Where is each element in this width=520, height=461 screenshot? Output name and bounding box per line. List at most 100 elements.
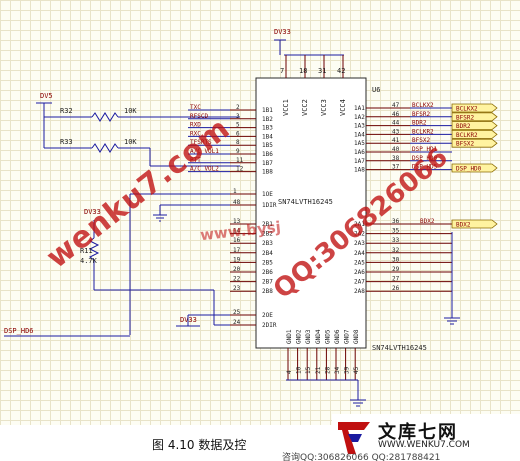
right2-pin-label: 2A5	[354, 259, 365, 266]
left2-pin-number: 13	[233, 218, 241, 225]
brand-mark-icon	[338, 422, 370, 454]
net-flag	[451, 129, 498, 139]
chip-body	[255, 77, 367, 349]
brand-logo: 文库七网 WWW.WENKU7.COM 咨询QQ:306826066 QQ:28…	[282, 414, 520, 461]
gnd-pin-number: 10	[296, 366, 303, 374]
gnd-pin-label: GND6	[334, 329, 341, 344]
left2-pin-label: 2B4	[262, 250, 273, 257]
right2-pin-label: 2A8	[354, 288, 365, 295]
gnd-pin-label: GND4	[315, 329, 322, 344]
right-net-label: DSP_HD0	[412, 155, 438, 162]
left2-pin-label: 2DIR	[262, 322, 277, 329]
right-pin-label: 1A8	[354, 167, 365, 174]
gnd-pin-label: GND8	[353, 329, 360, 344]
left-net-label: RXC	[190, 130, 201, 137]
r11-value: 4.7K	[80, 257, 98, 265]
net-flag-label: BFSX2	[456, 141, 474, 148]
net-flag	[451, 103, 498, 113]
r33-ref: R33	[60, 138, 73, 146]
right2-pin-label: 2A1	[354, 221, 365, 228]
right-pin-number: 47	[392, 102, 400, 109]
right-net-label: BCLKX2	[412, 102, 434, 109]
left-pin-label: 1B7	[262, 160, 273, 167]
brand-qq: 咨询QQ:306826066 QQ:281788421	[282, 453, 441, 461]
power-net-top: DV33	[274, 28, 291, 36]
net-flag-label: BDX2	[456, 222, 471, 229]
vcc-pin-label: VCC4	[339, 99, 347, 116]
vcc-pin-number: 42	[337, 67, 345, 75]
gnd-pin-number: 28	[324, 366, 331, 374]
right2-pin-label: 2A4	[354, 250, 365, 257]
left2-pin-label: 2B7	[262, 279, 273, 286]
left-net-label: TXC	[190, 104, 201, 111]
right2-pin-number: 26	[392, 285, 400, 292]
left2-pin-number: 14	[233, 228, 241, 235]
left2-pin-number: 20	[233, 266, 241, 273]
right-pin-label: 1A4	[354, 131, 365, 138]
vcc-pin-label: VCC2	[301, 99, 309, 116]
r11-ref: R11	[80, 247, 93, 255]
right-pin-label: 1A5	[354, 140, 365, 147]
right-pin-label: 1A3	[354, 123, 365, 130]
right-pin-number: 37	[392, 164, 400, 171]
left-net-label: RXD	[190, 122, 201, 129]
left-net-label: A/C_VOL2	[190, 166, 219, 173]
figure-caption: 图 4.10 数据及控	[152, 438, 247, 452]
power-net-dv5: DV5	[40, 92, 53, 100]
gnd-pin-label: GND5	[324, 329, 331, 344]
left-pin-label: 1B3	[262, 125, 273, 132]
left2-pin-label: 2B6	[262, 269, 273, 276]
left-net-label: A/C_VOL1	[190, 148, 219, 155]
left2-pin-number: 23	[233, 285, 241, 292]
left-pin-number: 5	[236, 122, 240, 129]
chip-ref: U6	[372, 86, 380, 94]
right2-pin-label: 2A7	[354, 279, 365, 286]
left-pin-number: 9	[236, 148, 240, 155]
gnd-pin-number: 15	[305, 366, 312, 374]
right-pin-number: 43	[392, 128, 400, 135]
right-net-label: BDR2	[412, 120, 427, 127]
right-pin-label: 1A7	[354, 158, 365, 165]
r11-power-net: DV33	[84, 208, 101, 216]
left-pin-number: 6	[236, 130, 240, 137]
vcc-pin-label: VCC1	[282, 99, 290, 116]
left-pin-number: 12	[236, 166, 244, 173]
gnd-pin-label: GND7	[344, 329, 351, 344]
right2-pin-number: 36	[392, 218, 400, 225]
gnd-pin-label: GND1	[286, 329, 293, 344]
chip-name-bottom: SN74LVTH16245	[372, 344, 427, 352]
left2-pin-label: 2B1	[262, 221, 273, 228]
right-pin-number: 41	[392, 137, 400, 144]
gnd-pins: 4GND110GND215GND321GND428GND534GND639GND…	[286, 329, 360, 380]
brand-url: WWW.WENKU7.COM	[378, 440, 470, 450]
left-pin-label: 1B6	[262, 151, 273, 158]
left2-pin-label: 2B2	[262, 231, 273, 238]
right-net-label: BFSX2	[412, 137, 430, 144]
right2-pin-label: 2A6	[354, 269, 365, 276]
left-net-label: RFSCD	[190, 113, 208, 120]
left-net-label: TFSRTS	[190, 139, 212, 146]
vcc-pin-number: 7	[280, 67, 284, 75]
vcc-pin-number: 31	[318, 67, 326, 75]
right-pin-label: 1A2	[354, 114, 365, 121]
left-pin-number: 3	[236, 113, 240, 120]
gnd-pin-number: 39	[344, 366, 351, 374]
left2-pin-label: 2OE	[262, 312, 273, 319]
left2-pin-label: 2B3	[262, 240, 273, 247]
left2-pin-number: 19	[233, 256, 241, 263]
left2-pin-number: 25	[233, 309, 241, 316]
brand-name: 文库七网	[378, 422, 458, 443]
net-flag-label: BFSR2	[456, 114, 474, 121]
left-pin-label: 1B4	[262, 133, 273, 140]
left2-pin-label: 1OE	[262, 191, 273, 198]
net-flag-label: BCLKX2	[456, 106, 478, 113]
right2-pin-number: 35	[392, 228, 400, 235]
net-flag	[451, 112, 498, 122]
right2-pin-number: 29	[392, 266, 400, 273]
